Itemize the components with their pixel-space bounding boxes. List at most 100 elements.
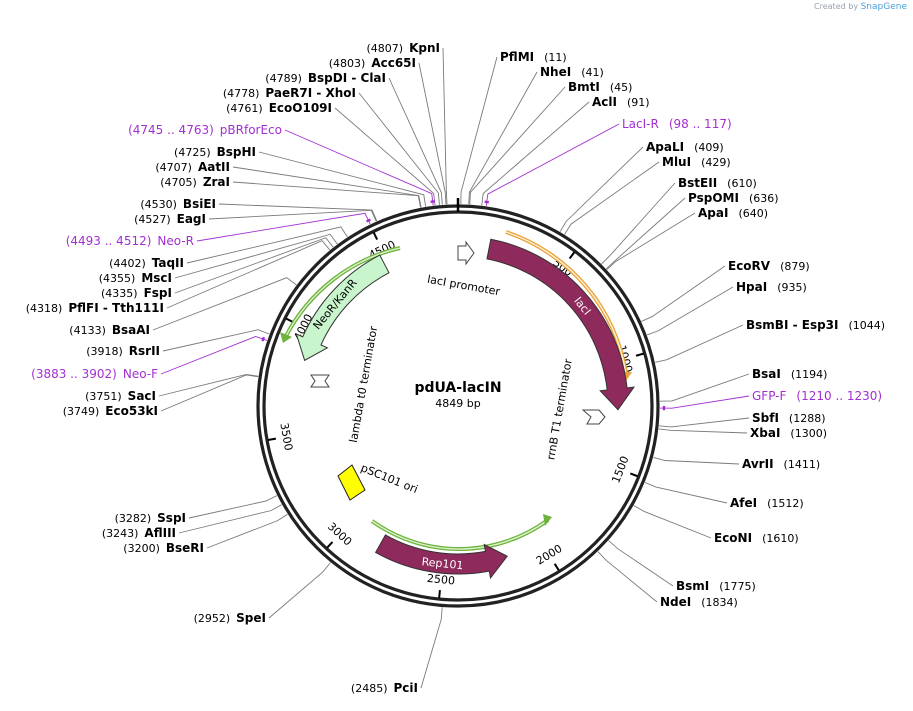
site-name: SbfI — [752, 411, 779, 425]
connector-bsaai — [152, 277, 297, 331]
connector-hpai — [646, 286, 734, 336]
site-laci-r[interactable]: LacI-R(98 .. 117) — [622, 117, 732, 131]
site-bspdi-clai[interactable]: BspDI - ClaI(4789) — [265, 71, 386, 85]
site-bsteii[interactable]: BstEII(610) — [678, 176, 757, 190]
site-ecorv[interactable]: EcoRV(879) — [728, 259, 810, 273]
site-position: (4318) — [26, 302, 63, 315]
tick-mark-3500 — [267, 437, 277, 442]
connector-bsmbi-esp3i — [655, 324, 744, 363]
site-bsai[interactable]: BsaI(1194) — [752, 367, 827, 381]
site-position: (4402) — [109, 257, 146, 270]
site-acli[interactable]: AclI(91) — [592, 95, 650, 109]
site-name: AatII — [198, 160, 230, 174]
site-eagi[interactable]: EagI(4527) — [134, 212, 206, 226]
site-econi[interactable]: EcoNI(1610) — [714, 531, 799, 545]
site-name: EcoNI — [714, 531, 752, 545]
site-name: Neo-R — [157, 234, 194, 248]
site-name: KpnI — [409, 41, 440, 55]
site-neo-f[interactable]: Neo-F(3883 .. 3902) — [31, 367, 158, 381]
connector-bseri — [206, 513, 288, 549]
site-position: (98 .. 117) — [669, 117, 732, 131]
site-bsiei[interactable]: BsiEI(4530) — [140, 197, 216, 211]
site-ndei[interactable]: NdeI(1834) — [660, 595, 738, 609]
connector-apai — [606, 212, 696, 270]
site-paer7i-xhoi[interactable]: PaeR7I - XhoI(4778) — [223, 86, 356, 100]
site-name: BspDI - ClaI — [308, 71, 386, 85]
rep101-feature-arrow — [374, 534, 508, 580]
site-bmti[interactable]: BmtI(45) — [568, 80, 632, 94]
site-position: (636) — [749, 192, 779, 205]
neor-kanr-feature-arrow — [295, 254, 390, 362]
site-sbfi[interactable]: SbfI(1288) — [752, 411, 826, 425]
primer-bind-mark-pbrforeco — [430, 200, 435, 204]
connector-rsrii — [162, 329, 270, 352]
site-position: (879) — [780, 260, 810, 273]
site-aatii[interactable]: AatII(4707) — [155, 160, 230, 174]
tick-label-2000: 2000 — [534, 542, 565, 568]
plasmid-name: pdUA-lacIN — [414, 380, 501, 396]
site-apali[interactable]: ApaLI(409) — [646, 140, 724, 154]
connector-saci — [158, 373, 259, 397]
connector-neo-r — [196, 212, 371, 242]
snapgene-credit: Created by SnapGene — [814, 2, 907, 12]
site-name: BsaI — [752, 367, 781, 381]
site-eco53ki[interactable]: Eco53kI(3749) — [63, 404, 158, 418]
site-pbrforeco[interactable]: pBRforEco(4745 .. 4763) — [128, 123, 282, 137]
connector-pflmi — [460, 56, 498, 205]
site-position: (1210 .. 1230) — [796, 389, 882, 403]
site-pflmi[interactable]: PflMI(11) — [500, 50, 567, 64]
site-bsaai[interactable]: BsaAI(4133) — [69, 323, 150, 337]
site-name: BspHI — [217, 145, 256, 159]
site-hpai[interactable]: HpaI(935) — [736, 280, 807, 294]
site-saci[interactable]: SacI(3751) — [85, 389, 156, 403]
rrnb-t1-terminator-glyph — [581, 409, 606, 425]
connector-gfp-f — [659, 395, 750, 409]
site-zrai[interactable]: ZraI(4705) — [160, 175, 230, 189]
site-position: (3751) — [85, 390, 122, 403]
site-connector-lines — [152, 47, 750, 689]
site-name: BsmBI - Esp3I — [746, 318, 838, 332]
site-xbai[interactable]: XbaI(1300) — [750, 426, 827, 440]
site-mlui[interactable]: MluI(429) — [662, 155, 731, 169]
site-bseri[interactable]: BseRI(3200) — [123, 541, 204, 555]
site-name: AvrII — [742, 457, 774, 471]
site-afliii[interactable]: AflIII(3243) — [102, 526, 176, 540]
site-pspomi[interactable]: PspOMI (636) — [688, 191, 779, 205]
rrnb-t1-terminator-label: rrnB T1 terminator — [544, 357, 575, 461]
site-name: pBRforEco — [220, 123, 282, 137]
site-name: ApaI — [698, 206, 728, 220]
site-gfp-f[interactable]: GFP-F(1210 .. 1230) — [752, 389, 882, 403]
connector-sbfi — [658, 417, 750, 428]
site-position: (1044) — [848, 319, 885, 332]
site-neo-r[interactable]: Neo-R(4493 .. 4512) — [66, 234, 194, 248]
tick-mark-1000 — [635, 352, 645, 357]
site-apai[interactable]: ApaI(640) — [698, 206, 768, 220]
site-position: (610) — [727, 177, 757, 190]
site-bsphi[interactable]: BspHI(4725) — [174, 145, 256, 159]
site-ecoo109i[interactable]: EcoO109I(4761) — [226, 101, 332, 115]
tick-mark-4000 — [285, 317, 294, 323]
site-pflfi-tth111i[interactable]: PflFI - Tth111I(4318) — [26, 301, 164, 315]
tick-mark-3000 — [326, 541, 334, 549]
connector-pcii — [420, 607, 443, 689]
site-name: AfeI — [730, 496, 757, 510]
connector-pspomi — [605, 197, 686, 270]
site-kpni[interactable]: KpnI(4807) — [367, 41, 440, 55]
site-name: PspOMI — [688, 191, 739, 205]
site-msci[interactable]: MscI(4355) — [99, 271, 172, 285]
connector-bsteii — [601, 182, 676, 265]
site-afei[interactable]: AfeI(1512) — [730, 496, 804, 510]
site-rsrii[interactable]: RsrII(3918) — [86, 344, 160, 358]
site-position: (2485) — [351, 682, 388, 695]
site-fspi[interactable]: FspI(4335) — [101, 286, 172, 300]
site-taqii[interactable]: TaqII(4402) — [109, 256, 184, 270]
connector-bspdi-clai — [388, 77, 443, 205]
site-nhei[interactable]: NheI(41) — [540, 65, 604, 79]
site-bsmi[interactable]: BsmI(1775) — [676, 579, 756, 593]
site-spei[interactable]: SpeI(2952) — [194, 611, 266, 625]
site-sspi[interactable]: SspI(3282) — [115, 511, 186, 525]
site-avrii[interactable]: AvrII(1411) — [742, 457, 820, 471]
site-bsmbi-esp3i[interactable]: BsmBI - Esp3I (1044) — [746, 318, 885, 332]
site-pcii[interactable]: PciI(2485) — [351, 681, 418, 695]
site-acc65i[interactable]: Acc65I(4803) — [329, 56, 416, 70]
